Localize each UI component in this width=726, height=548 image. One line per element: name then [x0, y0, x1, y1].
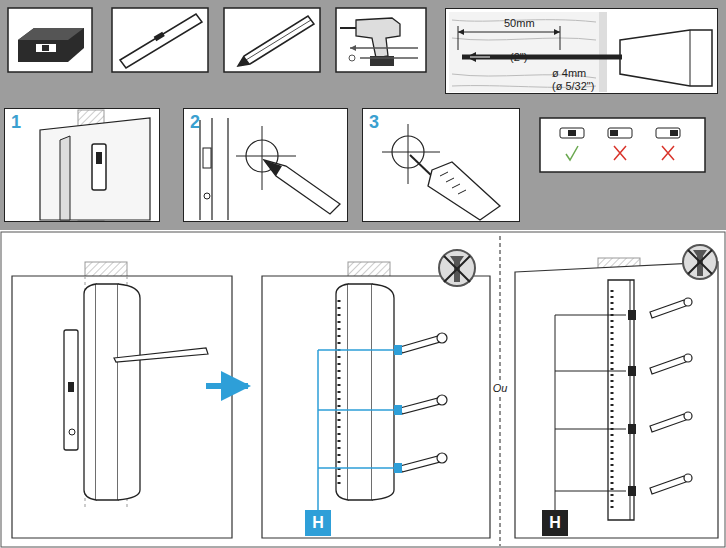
dimension-text: (2"): [510, 51, 527, 63]
dimension-text: (ø 5/32"): [552, 80, 594, 92]
step-panel: 2: [183, 108, 348, 222]
or-label: Ou: [491, 380, 510, 396]
step-panel: 1: [4, 108, 160, 222]
dimension-text: 50mm: [504, 17, 535, 29]
step-number: 2: [190, 113, 200, 133]
dimension-text: ø 4mm: [552, 67, 586, 79]
callout-badge: H: [542, 510, 568, 536]
callout-badge: H: [305, 510, 331, 536]
step-number: 1: [11, 113, 21, 133]
step-number: 3: [369, 113, 379, 133]
badge-letter: H: [312, 514, 324, 532]
badge-letter: H: [549, 514, 561, 532]
step-panel: 3: [362, 108, 520, 222]
step-panel: 50mm (2") ø 4mm(ø 5/32"): [445, 8, 718, 94]
